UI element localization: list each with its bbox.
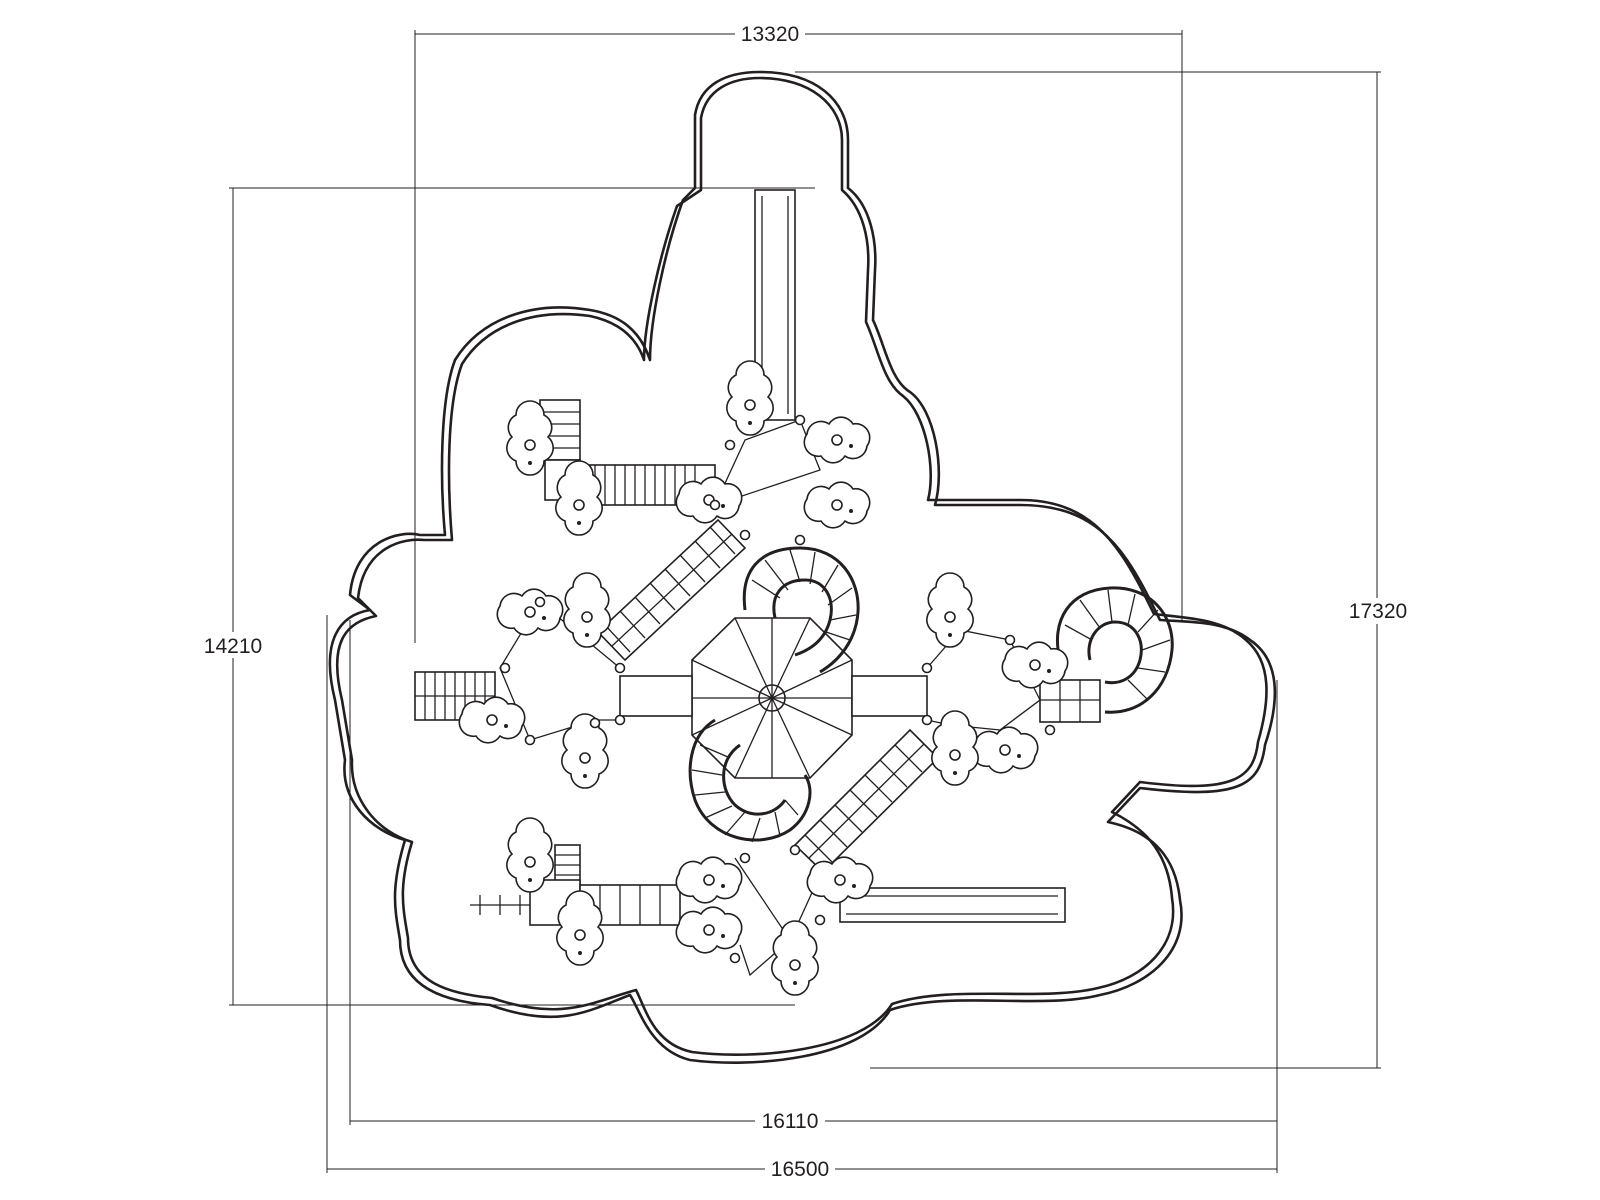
- deck-post: [589, 717, 601, 729]
- deck-post: [614, 714, 626, 726]
- dimension-top-label: 13320: [741, 23, 799, 46]
- deck-post: [921, 662, 933, 674]
- deck-post: [794, 534, 806, 546]
- dimension-bottom-outer: 16500: [326, 615, 1278, 1182]
- deck-post: [814, 914, 826, 926]
- safety-zone-outline-inner: [335, 76, 1268, 1056]
- deck-post: [614, 662, 626, 674]
- deck-post: [729, 952, 741, 964]
- dimension-right-label: 17320: [1349, 600, 1407, 623]
- spiral-tube-slide-bottom: [688, 718, 812, 843]
- central-roof-deck: [691, 617, 853, 779]
- tree-symbol: [675, 476, 743, 524]
- deck-post: [794, 414, 806, 426]
- deck-post: [499, 662, 511, 674]
- tree-symbol: [971, 726, 1039, 774]
- safety-zone-outline: [328, 70, 1277, 1064]
- spiral-tube-slide-top: [742, 546, 860, 674]
- tree-symbol: [458, 696, 526, 744]
- dimension-right: 17320: [795, 71, 1414, 1069]
- tree-symbol: [675, 906, 743, 954]
- deck-post: [724, 439, 736, 451]
- deck-post: [534, 596, 546, 608]
- tree-symbol: [555, 460, 603, 536]
- deck-post: [739, 529, 751, 541]
- spiral-tube-slide-right: [1039, 586, 1174, 723]
- tree-symbol: [561, 713, 609, 789]
- tree-symbol: [931, 710, 979, 786]
- dimension-bottom-outer-label: 16500: [771, 1158, 829, 1181]
- deck-post: [1044, 724, 1056, 736]
- dimension-top: 13320: [414, 22, 1183, 643]
- tree-symbol: [506, 817, 554, 893]
- bridge-right: [851, 675, 928, 717]
- tree-symbol: [496, 588, 564, 636]
- bridge-left: [619, 675, 693, 717]
- deck-posts: [499, 414, 1056, 964]
- tree-symbol: [506, 400, 554, 476]
- dimension-bottom-inner-label: 16110: [762, 1110, 819, 1133]
- deck-post: [739, 852, 751, 864]
- dimension-left-label: 14210: [204, 635, 262, 658]
- tree-symbol: [726, 360, 774, 436]
- deck-post: [709, 499, 721, 511]
- tree-symbol: [926, 572, 974, 648]
- tree-symbol: [563, 572, 611, 648]
- tree-symbol: [675, 856, 743, 904]
- deck-post: [789, 844, 801, 856]
- tree-symbol: [803, 481, 871, 529]
- straight-slide-bottom-right: [839, 887, 1066, 923]
- deck-post: [921, 714, 933, 726]
- tree-symbol: [806, 856, 874, 904]
- tree-symbol: [771, 920, 819, 996]
- tree-symbol: [1001, 641, 1069, 689]
- tree-symbol: [803, 416, 871, 464]
- tree-symbol: [556, 890, 604, 966]
- deck-post: [1004, 634, 1016, 646]
- deck-post: [524, 734, 536, 746]
- dimension-bottom-inner: 16110: [349, 620, 1278, 1134]
- tree-symbols: [458, 360, 1069, 996]
- diagonal-climber-upper-left: [596, 518, 747, 662]
